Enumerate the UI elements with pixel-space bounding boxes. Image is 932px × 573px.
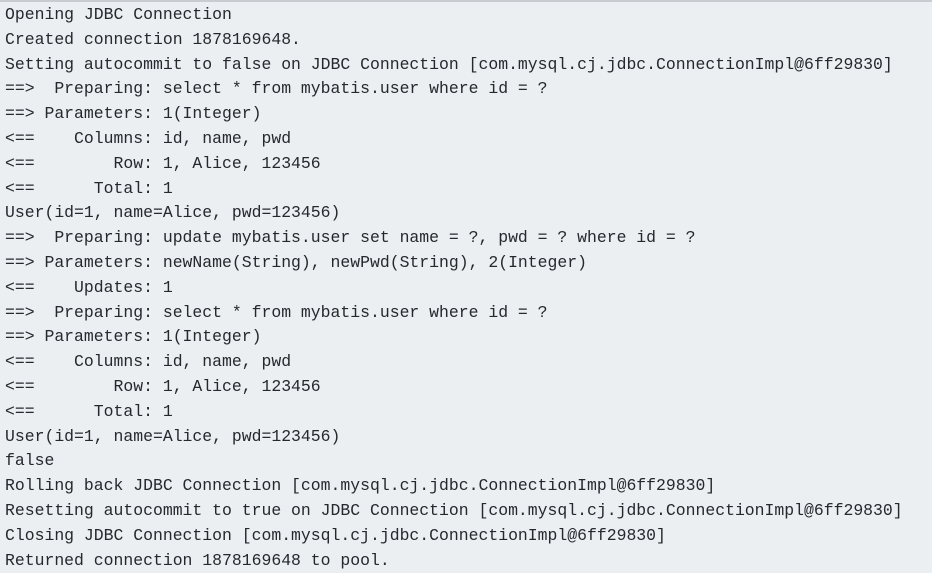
log-line-columns: <== Columns: id, name, pwd (5, 352, 292, 372)
log-line-returned-connection: Returned connection 1878169648 to pool. (5, 550, 390, 570)
log-line-preparing-update: ==> Preparing: update mybatis.user set n… (5, 228, 696, 248)
log-line-closing-connection: Closing JDBC Connection [com.mysql.cj.jd… (5, 525, 666, 545)
log-line-columns: <== Columns: id, name, pwd (5, 128, 292, 148)
log-line-parameters: ==> Parameters: 1(Integer) (5, 104, 262, 124)
log-line-total: <== Total: 1 (5, 178, 173, 198)
log-line-row: <== Row: 1, Alice, 123456 (5, 376, 321, 396)
log-line-total: <== Total: 1 (5, 401, 173, 421)
log-line-update-parameters: ==> Parameters: newName(String), newPwd(… (5, 252, 587, 272)
log-line-preparing-select: ==> Preparing: select * from mybatis.use… (5, 302, 548, 322)
log-line-opening-connection: Opening JDBC Connection (5, 5, 232, 24)
log-line-parameters: ==> Parameters: 1(Integer) (5, 327, 262, 347)
log-line-autocommit-true: Resetting autocommit to true on JDBC Con… (5, 500, 903, 520)
log-line-rolling-back: Rolling back JDBC Connection [com.mysql.… (5, 476, 716, 496)
log-line-created-connection: Created connection 1878169648. (5, 29, 301, 49)
log-line-row: <== Row: 1, Alice, 123456 (5, 153, 321, 173)
log-line-autocommit-false: Setting autocommit to false on JDBC Conn… (5, 54, 893, 74)
log-line-boolean-result: false (5, 451, 55, 471)
log-line-updates: <== Updates: 1 (5, 277, 173, 297)
log-line-preparing-select: ==> Preparing: select * from mybatis.use… (5, 79, 548, 99)
log-line-user-result: User(id=1, name=Alice, pwd=123456) (5, 426, 341, 446)
log-line-user-result: User(id=1, name=Alice, pwd=123456) (5, 203, 341, 223)
